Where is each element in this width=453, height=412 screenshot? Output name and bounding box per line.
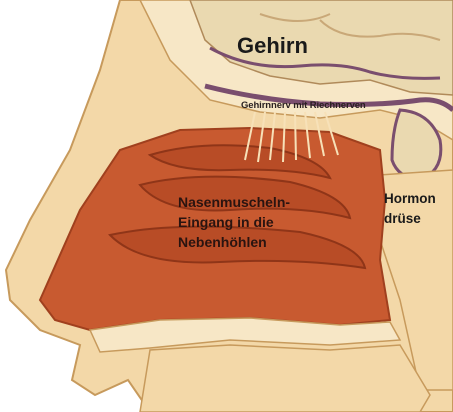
lower-jaw xyxy=(140,345,430,412)
nerve-label: Gehirnnerv mit Riechnerven xyxy=(241,100,366,111)
brain-label: Gehirn xyxy=(237,33,308,59)
turbinates-label: Nasenmuscheln- Eingang in die Nebenhöhle… xyxy=(178,192,290,252)
hormone-gland-label: Hormon drüse xyxy=(384,189,436,229)
